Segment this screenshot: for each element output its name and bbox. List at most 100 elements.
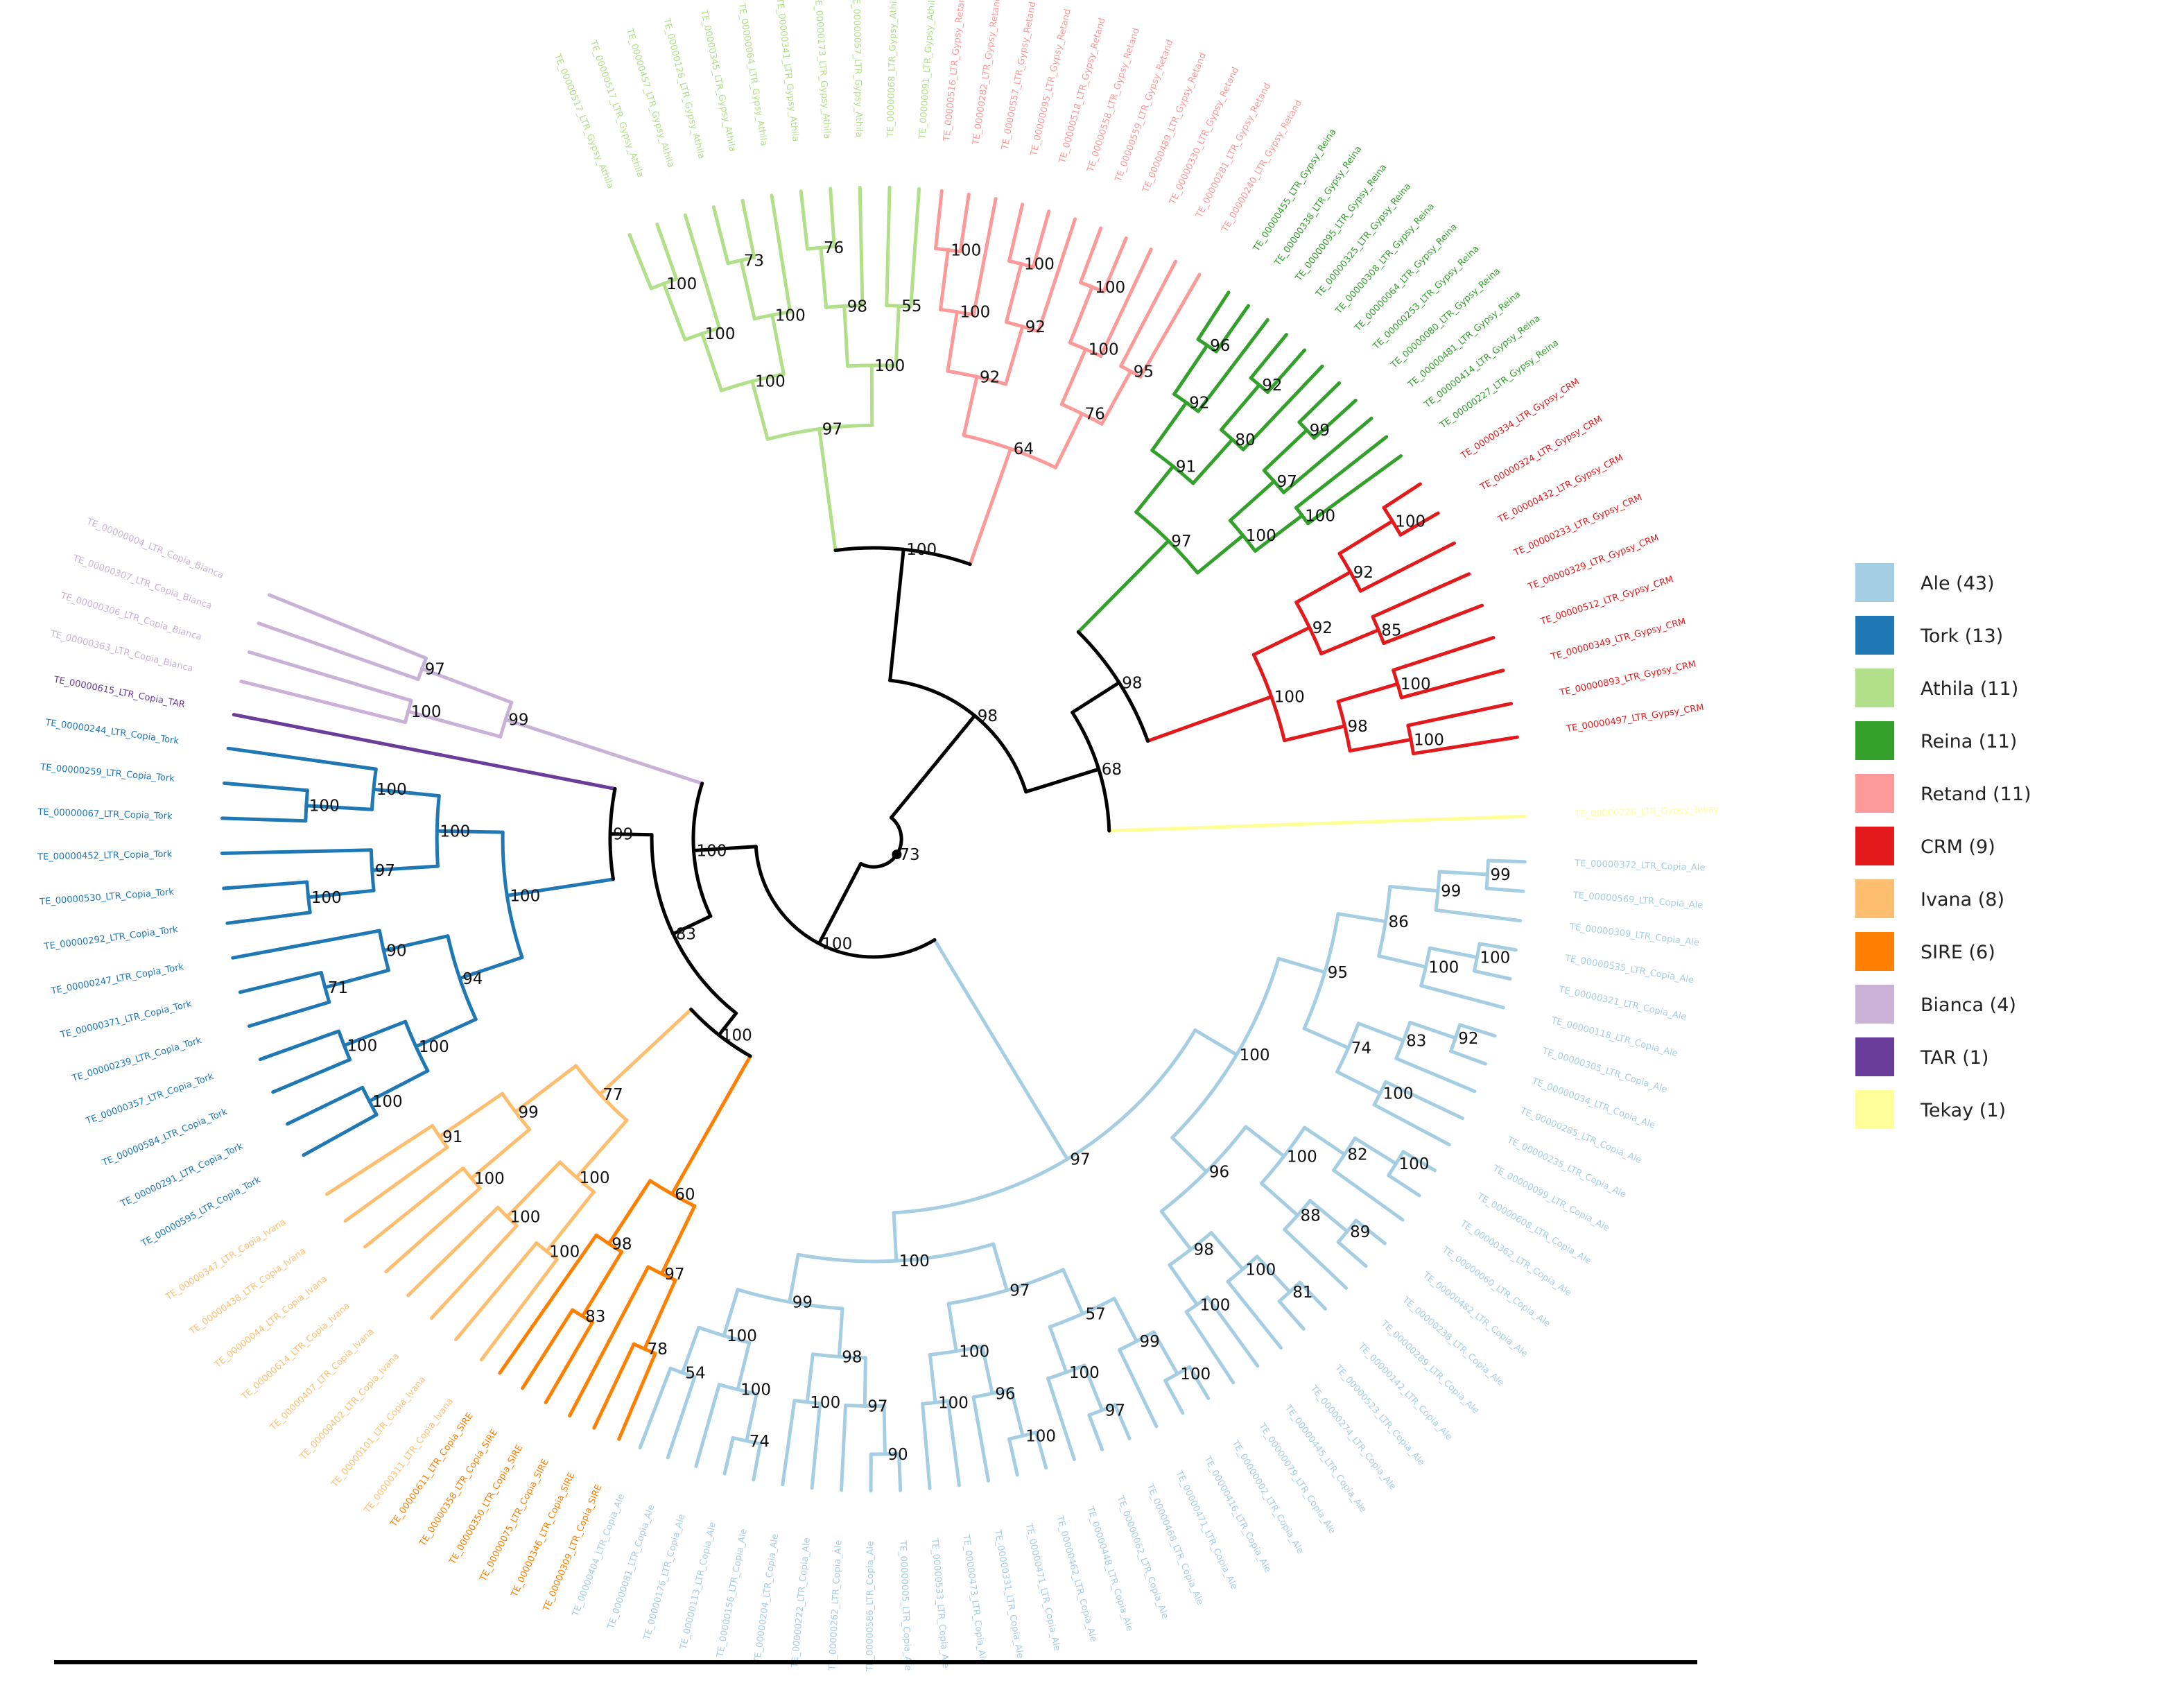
backbone-segment [608, 832, 654, 837]
bootstrap-label: 97 [867, 1397, 887, 1415]
leaf-label: TE_00000473_LTR_Copia_Ale [960, 1533, 988, 1664]
branch-segment [437, 1092, 504, 1139]
bootstrap-label: 100 [1180, 1365, 1211, 1383]
branch-segment [1209, 1231, 1245, 1271]
bootstrap-label: 97 [664, 1266, 684, 1284]
bootstrap-label: 100 [906, 541, 937, 559]
bootstrap-label: 74 [1351, 1040, 1371, 1058]
branch-segment [971, 1395, 990, 1483]
clade-stem [980, 447, 1013, 533]
branch-segment [1477, 942, 1518, 952]
branch-segment [1303, 1126, 1346, 1157]
backbone-segment [968, 530, 984, 567]
bootstrap-label: 100 [440, 822, 470, 840]
leaf-label: TE_00000523_LTR_Copia_Ale [1332, 1363, 1426, 1468]
bootstrap-label: 100 [411, 703, 442, 721]
branch-segment [946, 1302, 958, 1353]
branch-segment [1401, 1150, 1437, 1173]
branch-segment [363, 1166, 465, 1249]
bootstrap-label: 92 [1262, 377, 1282, 395]
branch-segment [1048, 1325, 1068, 1374]
bootstrap-label: 97 [1070, 1151, 1090, 1169]
bootstrap-label: 100 [960, 304, 990, 322]
branch-segment [1377, 954, 1428, 969]
clade-stem [232, 713, 617, 791]
bootstrap-label: 100 [1274, 689, 1305, 707]
bootstrap-label: 99 [1491, 866, 1511, 884]
leaf-label: TE_00000118_LTR_Copia_Ale [1550, 1015, 1679, 1059]
backbone-arc [859, 816, 903, 869]
branch-segment [842, 304, 849, 368]
bootstrap-label: 100 [1089, 341, 1119, 359]
bootstrap-label: 100 [1246, 527, 1276, 545]
legend-swatch [1855, 879, 1894, 918]
bootstrap-label: 88 [1301, 1207, 1321, 1225]
branch-segment [1394, 1056, 1477, 1094]
branch-segment [1046, 1377, 1076, 1461]
bootstrap-label: 89 [1350, 1223, 1370, 1241]
tree-branches [220, 185, 1527, 1493]
branch-segment [342, 1019, 408, 1048]
branch-segment [1214, 304, 1250, 354]
legend-label: CRM (9) [1921, 836, 1995, 858]
branch-segment [458, 956, 524, 981]
leaf-label: TE_00000330_LTR_Gypsy_Retand [1168, 66, 1241, 207]
branch-segment [683, 213, 721, 330]
bootstrap-label: 68 [1102, 761, 1122, 779]
branch-segment [1059, 347, 1088, 406]
branch-segment [829, 187, 836, 249]
branch-segment [1384, 1080, 1464, 1121]
branch-segment [1184, 1310, 1236, 1385]
leaf-label: TE_00000893_LTR_Gypsy_CRM [1558, 659, 1697, 699]
branch-segment [1486, 859, 1527, 864]
branch-segment [1484, 886, 1525, 893]
branch-segment [1312, 398, 1358, 440]
bootstrap-label: 95 [1328, 964, 1348, 982]
branch-segment [946, 310, 959, 373]
branch-segment [788, 1252, 800, 1304]
branch-segment [1262, 428, 1309, 472]
branch-segment [1054, 412, 1084, 469]
branch-segment [238, 971, 323, 994]
branch-segment [1294, 570, 1353, 605]
bootstrap-label: 98 [1194, 1241, 1214, 1259]
branch-segment [1112, 1297, 1138, 1343]
bootstrap-label: 91 [442, 1128, 462, 1146]
branch-segment [1118, 1348, 1159, 1429]
bootstrap-label: 92 [1312, 619, 1333, 637]
leaf-label: TE_00000068_LTR_Gypsy_Athila [885, 0, 899, 138]
leaf-label: TE_00000407_LTR_Copia_Ivana [268, 1327, 376, 1433]
bootstrap-label: 98 [978, 707, 998, 725]
bootstrap-label: 92 [1353, 564, 1373, 582]
bootstrap-label: 100 [1399, 1155, 1430, 1173]
bootstrap-label: 92 [1458, 1030, 1478, 1048]
legend-label: Tork (13) [1920, 626, 2003, 647]
branch-segment [1031, 209, 1051, 269]
bootstrap-label: 98 [1122, 674, 1142, 692]
clade-stem [503, 718, 625, 760]
branch-segment [819, 245, 829, 309]
bootstrap-label: 99 [1140, 1333, 1160, 1351]
branch-segment [799, 189, 809, 251]
leaf-label: TE_00000247_LTR_Copia_Tork [50, 962, 185, 997]
branch-segment [1138, 273, 1202, 379]
branch-segment [1172, 343, 1209, 396]
branch-segment [498, 1233, 598, 1375]
leaf-label: TE_00000445_LTR_Copia_Ale [1283, 1402, 1369, 1515]
branch-segment [575, 1119, 629, 1180]
branch-segment [1219, 383, 1261, 432]
bootstrap-label: 96 [995, 1385, 1015, 1403]
branch-segment [1412, 735, 1519, 756]
leaf-label: TE_00000341_LTR_Gypsy_Athila [774, 0, 800, 142]
branch-segment [1087, 1413, 1104, 1451]
backbone-segment [717, 1011, 738, 1037]
bootstrap-label: 57 [1086, 1306, 1106, 1324]
leaf-label: TE_00000482_LTR_Copia_Ale [1420, 1270, 1529, 1359]
branch-segment [1113, 1403, 1132, 1440]
leaf-label: TE_00000309_LTR_Copia_SIRE [541, 1483, 604, 1614]
backbone-segment [674, 1008, 693, 1026]
branch-segment [414, 1017, 478, 1049]
bootstrap-label: 77 [603, 1086, 623, 1104]
leaf-label: TE_00000586_LTR_Copia_Ale [865, 1541, 876, 1672]
branch-segment [897, 1451, 903, 1492]
